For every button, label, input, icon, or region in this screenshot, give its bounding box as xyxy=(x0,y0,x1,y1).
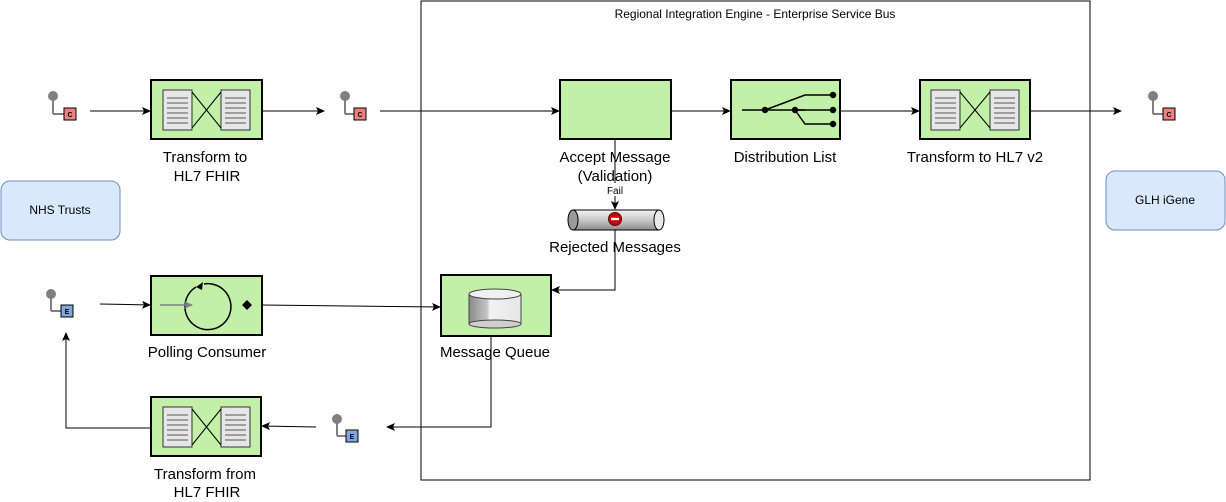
channel-badge: E xyxy=(350,434,355,441)
message-translator-icon xyxy=(930,89,1020,131)
node-transform-from-hl7-fhir[interactable]: Transform from HL7 FHIR xyxy=(150,396,262,501)
node-label: Transform to HL7 v2 xyxy=(907,149,1043,166)
channel-endpoint-c1[interactable]: C xyxy=(48,91,77,121)
channel-endpoint-e2[interactable]: E xyxy=(332,414,359,443)
channel-endpoint-e1[interactable]: E xyxy=(46,289,74,318)
actor-nhs-trusts[interactable]: NHS Trusts xyxy=(0,180,121,241)
node-label-line2: HL7 FHIR xyxy=(174,168,241,185)
message-translator-icon xyxy=(162,406,251,448)
node-distribution-list[interactable]: Distribution List xyxy=(730,79,841,166)
channel-endpoint-c2[interactable]: C xyxy=(340,91,367,121)
esb-container: Regional Integration Engine - Enterprise… xyxy=(420,0,1091,481)
edge-e2-to-transform-from xyxy=(261,422,317,431)
channel-badge: E xyxy=(65,309,70,316)
node-transform-to-hl7-v2[interactable]: Transform to HL7 v2 xyxy=(907,79,1043,166)
channel-badge: C xyxy=(357,112,362,119)
recipient-list-icon xyxy=(742,91,837,128)
edge-polling-to-queue xyxy=(261,302,441,311)
node-label-line1: Transform to xyxy=(163,149,247,166)
actor-label: GLH iGene xyxy=(1135,193,1195,207)
dead-letter-channel-icon xyxy=(567,209,665,231)
node-message-queue[interactable]: Message Queue xyxy=(440,274,552,361)
edge-e1-to-polling xyxy=(99,300,151,309)
node-label: Message Queue xyxy=(440,344,550,361)
node-label: Distribution List xyxy=(734,149,837,166)
actor-glh-igene[interactable]: GLH iGene xyxy=(1105,170,1226,231)
node-label-line1: Transform from xyxy=(154,466,256,483)
edge-label-fail: Fail xyxy=(607,186,623,197)
edge-transform-from-to-e1 xyxy=(62,332,151,429)
channel-badge: C xyxy=(1166,112,1171,119)
polling-consumer-icon xyxy=(160,282,252,331)
channel-endpoint-c3[interactable]: C xyxy=(1148,91,1176,121)
node-transform-to-hl7-fhir[interactable]: Transform to HL7 FHIR xyxy=(150,79,263,185)
node-polling-consumer[interactable]: Polling Consumer xyxy=(148,275,266,361)
edge-queue-to-e2 xyxy=(386,336,492,431)
actor-label: NHS Trusts xyxy=(29,203,90,217)
database-icon xyxy=(468,288,522,329)
message-translator-icon xyxy=(162,89,251,131)
node-label-line2: HL7 FHIR xyxy=(174,484,241,501)
container-title: Regional Integration Engine - Enterprise… xyxy=(615,7,896,21)
node-label: Polling Consumer xyxy=(148,344,266,361)
edges xyxy=(62,107,1122,431)
edge-rejected-to-queue xyxy=(551,230,616,294)
channel-badge: C xyxy=(67,112,72,119)
